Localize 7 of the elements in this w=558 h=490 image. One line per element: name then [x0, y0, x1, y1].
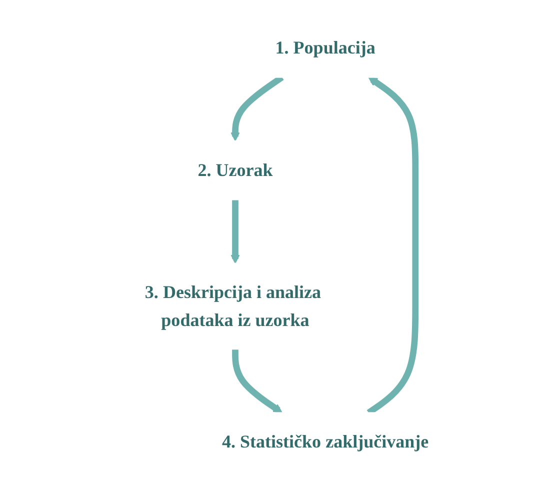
node-text: 3. Deskripcija i analiza podataka iz uzorka — [144, 282, 322, 330]
node-text: 2. Uzorak — [198, 160, 273, 180]
arrow — [232, 349, 282, 414]
node-text: 4. Statističko zaključivanje — [222, 432, 429, 452]
cycle-diagram: 1. Populacija 2. Uzorak 3. Deskripcija i analiza podataka iz uzorka 4. Statističko zaključivanje — [89, 10, 469, 480]
node-text: 1. Populacija — [275, 38, 376, 58]
arrow — [230, 200, 240, 264]
